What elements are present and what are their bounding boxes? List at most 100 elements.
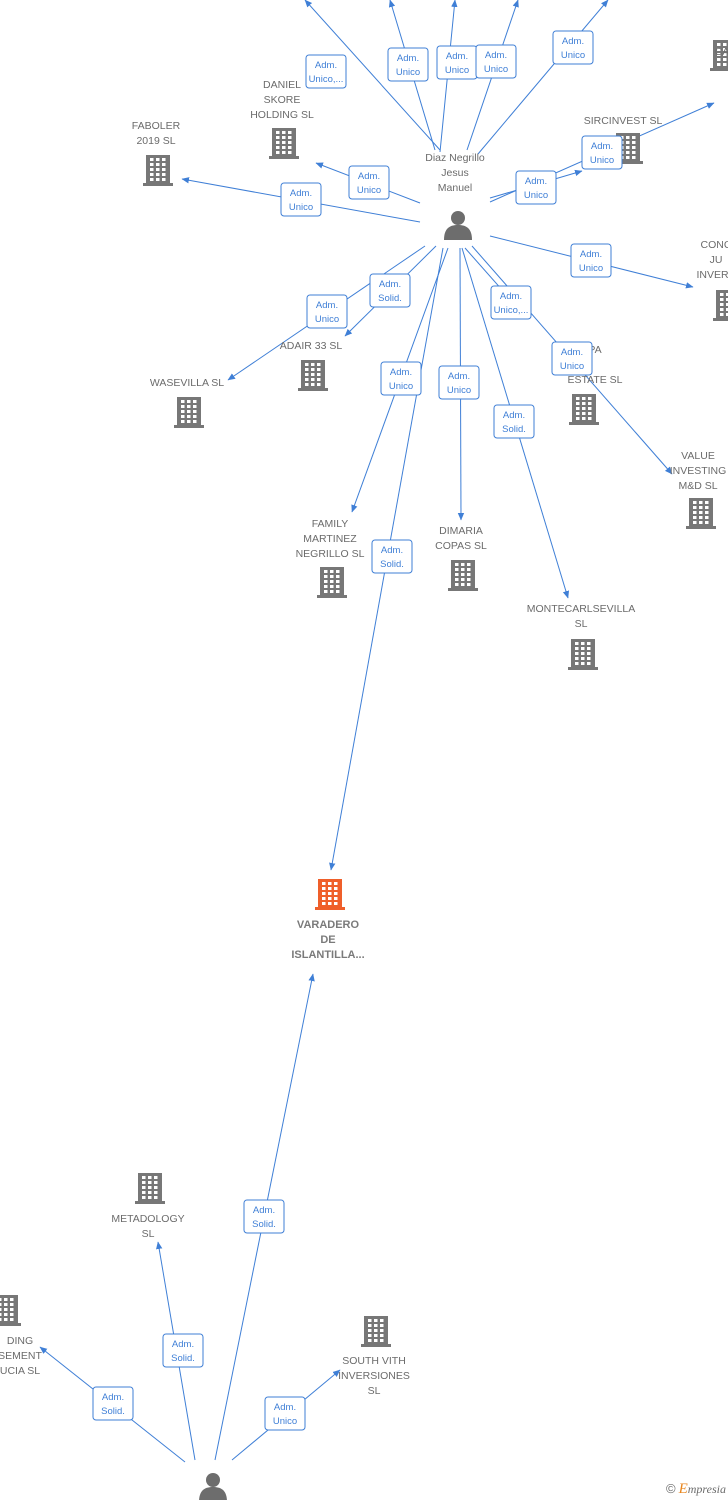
company-name: FAMILY — [312, 518, 349, 530]
person-name: Manuel — [438, 182, 472, 194]
relation-label-text: Adm. — [500, 291, 522, 302]
person-icon[interactable] — [199, 1473, 227, 1500]
relation-label[interactable]: Adm.Unico — [380, 361, 422, 396]
relation-label[interactable]: Adm. Solid. — [162, 1333, 204, 1368]
company-name: WASEVILLA SL — [150, 377, 224, 389]
company-name: M&D SL — [678, 480, 717, 492]
copyright-symbol: © — [666, 1481, 676, 1496]
relation-label[interactable]: Adm.Unico — [306, 294, 348, 329]
person-icon[interactable] — [444, 211, 472, 240]
company-building-icon[interactable] — [361, 1316, 391, 1347]
person-name: Jesus — [441, 167, 468, 179]
relation-label-text: Adm. — [172, 1339, 194, 1350]
company-building-icon[interactable] — [448, 560, 478, 591]
relation-label-text: Adm. — [315, 60, 337, 71]
company-building-icon[interactable] — [317, 567, 347, 598]
company-name: ADAIR 33 SL — [280, 340, 343, 352]
relation-label[interactable]: Adm.Unico — [387, 47, 429, 82]
relation-label-text: Unico — [389, 381, 413, 392]
relation-label[interactable]: Adm.Unico — [475, 44, 517, 79]
relation-label-text: Adm. — [381, 545, 403, 556]
brand-logo-initial: E — [678, 1481, 688, 1497]
company-name: MONTECARLSEVILLA — [527, 603, 636, 615]
relation-label-text: Unico — [445, 65, 469, 76]
relation-label-text: Unico — [579, 263, 603, 274]
company-name: METADOLOGY — [111, 1213, 184, 1225]
focus-company-name: DE — [320, 934, 335, 946]
relation-label[interactable]: Adm. Unico,... — [490, 285, 532, 320]
company-name: INVESTING — [670, 465, 727, 477]
company-name: FABOLER — [132, 120, 181, 132]
relation-label-text: Adm. — [102, 1392, 124, 1403]
brand-logo-text: mpresia — [687, 1482, 726, 1496]
relation-label-text: Unico — [396, 67, 420, 78]
relation-label[interactable]: Adm.Unico — [551, 341, 593, 376]
relation-label-text: Adm. — [274, 1402, 296, 1413]
company-building-icon[interactable] — [174, 397, 204, 428]
focus-company-building-icon[interactable] — [315, 879, 345, 910]
relation-label-text: Adm. — [358, 171, 380, 182]
company-name: MARTINEZ — [303, 533, 357, 545]
company-name: JU — [710, 254, 723, 266]
relation-label[interactable]: Adm.Solid. — [493, 404, 535, 439]
company-name: SEMENT — [0, 1350, 42, 1362]
relation-label[interactable]: Adm.Unico — [515, 170, 557, 205]
company-name: CONC — [701, 239, 728, 251]
relation-label[interactable]: Adm.Unico — [438, 365, 480, 400]
company-building-icon[interactable] — [298, 360, 328, 391]
company-name: VALUE — [681, 450, 715, 462]
company-building-icon[interactable] — [0, 1295, 21, 1326]
company-name: SOUTH VITH — [342, 1355, 406, 1367]
relation-label-text: Adm. — [290, 188, 312, 199]
company-building-icon[interactable] — [135, 1173, 165, 1204]
company-building-icon[interactable] — [713, 290, 728, 321]
relation-label-text: Unico,... — [494, 305, 529, 316]
company-name: INVERSIONES — [338, 1370, 410, 1382]
relation-label-text: Adm. — [316, 300, 338, 311]
company-name: DIMARIA — [439, 525, 483, 537]
relation-label-text: Unico — [289, 202, 313, 213]
company-name: HOLDING SL — [250, 109, 314, 121]
company-name: SKORE — [264, 94, 301, 106]
relation-label[interactable]: Adm. Unico — [436, 45, 478, 80]
company-name: 2019 SL — [136, 135, 175, 147]
relation-label-text: Adm. — [379, 279, 401, 290]
relation-edge — [477, 0, 609, 155]
company-name: UCIA SL — [0, 1365, 40, 1377]
relation-label-text: Adm. — [591, 141, 613, 152]
relation-label-text: Solid. — [171, 1353, 195, 1364]
relation-label[interactable]: Adm.Solid. — [369, 273, 411, 308]
company-name: CA — [715, 46, 728, 58]
relation-label-text: Solid. — [252, 1219, 276, 1230]
relation-label[interactable]: Adm.Unico — [264, 1396, 306, 1431]
relation-label[interactable]: Adm.Unico — [552, 30, 594, 65]
company-building-icon[interactable] — [686, 498, 716, 529]
company-building-icon[interactable] — [143, 155, 173, 186]
relation-label[interactable]: Adm. Solid. — [371, 539, 413, 574]
relation-label-text: Unico — [561, 50, 585, 61]
company-building-icon[interactable] — [269, 128, 299, 159]
relation-label-text: Unico — [524, 190, 548, 201]
focus-company-name: VARADERO — [297, 919, 360, 931]
relation-label[interactable]: Adm.Unico — [581, 135, 623, 170]
relation-label-text: Adm. — [253, 1205, 275, 1216]
relation-label[interactable]: Adm. Unico — [280, 182, 322, 217]
relation-label[interactable]: Adm.Unico — [570, 243, 612, 278]
relation-label-text: Unico,... — [309, 74, 344, 85]
relation-label-text: Solid. — [101, 1406, 125, 1417]
company-name: COPAS SL — [435, 540, 487, 552]
relation-edge — [304, 0, 441, 151]
relation-label[interactable]: Adm.Unico — [348, 165, 390, 200]
relation-label-text: Unico — [447, 385, 471, 396]
relation-label[interactable]: Adm. Solid. — [92, 1386, 134, 1421]
company-name: NEGRILLO SL — [296, 548, 365, 560]
relation-label-text: Adm. — [446, 51, 468, 62]
relation-label[interactable]: Adm. Unico,... — [305, 54, 347, 89]
company-building-icon[interactable] — [569, 394, 599, 425]
relation-label[interactable]: Adm. Solid. — [243, 1199, 285, 1234]
company-building-icon[interactable] — [710, 40, 728, 71]
company-building-icon[interactable] — [568, 639, 598, 670]
relation-label-text: Adm. — [485, 50, 507, 61]
relation-label-text: Solid. — [380, 559, 404, 570]
company-name: DING — [7, 1335, 33, 1347]
